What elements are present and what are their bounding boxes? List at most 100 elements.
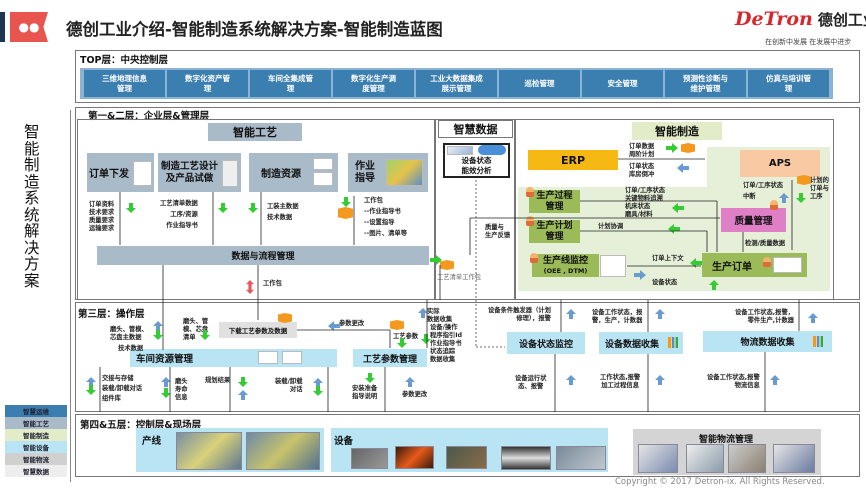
side-divider (70, 110, 71, 482)
top-item[interactable]: 工业大数据集成 展示管理 (416, 70, 497, 97)
logo-cn: 德创工业 (817, 11, 866, 29)
header-left-bar (0, 12, 5, 42)
production-line-label: 产线 (142, 436, 162, 447)
up-arrow-icon (86, 377, 96, 387)
legend-item: 智慧运维 (5, 405, 67, 417)
download-params[interactable]: 下载工艺参数及数据 (219, 322, 297, 338)
monitor-screenshot (600, 255, 626, 277)
work-package-icon (338, 207, 353, 219)
cloud-icon (478, 145, 506, 155)
right-arrow-icon (430, 255, 442, 265)
label-grind-list: 磨头、管 模、芯盘 清单 (183, 318, 209, 341)
person-icon (770, 200, 778, 210)
up-arrow-icon (418, 308, 428, 318)
logistics-data-collect[interactable]: 物流数据收集 (703, 331, 832, 352)
plan-flag-icon (681, 143, 695, 153)
top-layer-frame (75, 50, 860, 103)
flag-icon (278, 313, 292, 323)
top-item[interactable]: 数字化资产管 理 (167, 70, 248, 97)
person-icon (530, 253, 538, 263)
org-chart-icon (133, 161, 152, 186)
down-arrow-icon (341, 197, 351, 207)
top-item[interactable]: 预测性诊断与 维护管理 (665, 70, 746, 97)
data-process-mgmt-bar[interactable]: 数据与流程管理 (97, 246, 429, 265)
layer45-frame (75, 414, 860, 477)
left-arrow-icon (690, 258, 702, 268)
machine-image (386, 159, 423, 186)
label-handover: 交接与存储 装载/卸载对话 组件库 (102, 375, 143, 402)
up-arrow-icon (808, 313, 818, 323)
top-item[interactable]: 巡检管理 (499, 70, 580, 97)
data-frame (435, 119, 515, 300)
bar-chart-icon (813, 336, 823, 347)
legend-item: 智能制造 (5, 429, 67, 441)
top-item[interactable]: 安全管理 (582, 70, 663, 97)
down-arrow-icon (200, 330, 210, 340)
label-param-change: 参数更改 (339, 320, 365, 327)
label-load-dialog: 装载/卸载 对话 (275, 378, 303, 393)
logistics-photo (638, 444, 678, 473)
label-install: 安装准备 指导说明 (352, 385, 378, 400)
tool-icon (313, 158, 333, 170)
left-arrow-icon (672, 203, 684, 213)
left-arrow-icon (677, 163, 689, 173)
aps-box[interactable]: APS (740, 150, 820, 177)
label-grind-life: 磨头 寿命 信息 (175, 378, 188, 401)
process-param-mgmt[interactable]: 工艺参数管理 (353, 349, 427, 367)
top-item[interactable]: 三维地理信息 管理 (84, 70, 165, 97)
top-layer-band: 三维地理信息 管理 数字化资产管 理 车间全集成管 理 数字化生产调 度管理 工… (80, 68, 833, 99)
quality-mgmt[interactable]: 质量管理 (721, 208, 786, 232)
logistics-photo (773, 444, 815, 473)
label-process-info: 订单/工序状态 关键物料追溯 机床状态 磨具/材料 (625, 187, 666, 218)
page-title: 德创工业介绍-智能制造系统解决方案-智能制造蓝图 (66, 20, 443, 39)
left-arrow-icon (668, 224, 680, 234)
top-item[interactable]: 数字化生产调 度管理 (333, 70, 414, 97)
production-line-photo (246, 432, 320, 470)
device-data-collect[interactable]: 设备数据收集 (599, 332, 683, 354)
top-item[interactable]: 仿真与培训管 理 (748, 70, 829, 97)
line-monitor[interactable]: 生产线监控 (OEE , DTM) (532, 254, 599, 277)
bar-chart-icon (668, 337, 678, 348)
label-tool-data: 工装主数据 技术数据 (267, 203, 299, 221)
logistics-photo (686, 444, 724, 473)
layer12-title: 第一&二层：企业层&管理层 (88, 111, 210, 122)
right-arrow-icon (634, 270, 646, 280)
label-device-work-2: 设备工作状态,报警， 零件生产,计数器 (735, 309, 795, 324)
device-energy-analysis[interactable]: 设备状态 能效分析 (443, 143, 510, 178)
down-arrow-icon (153, 330, 163, 340)
person-icon (763, 257, 771, 267)
layer3-frame (75, 302, 860, 412)
label-order-context: 订单上下文 (652, 255, 684, 262)
plan-flag-icon (797, 175, 811, 185)
up-arrow-icon (161, 377, 171, 387)
legend: 智慧运维 智能工艺 智能制造 智能设备 智能物流 智慧数据 (5, 405, 67, 477)
legend-item: 智能物流 (5, 453, 67, 465)
line-monitor-title: 生产线监控 (542, 255, 588, 266)
up-arrow-icon (405, 377, 415, 387)
side-title: 智能制造系统解决方案 (24, 123, 40, 290)
label-order-weekly: 订单数据 周阶计划 (629, 143, 655, 158)
equipment-photo (395, 446, 434, 469)
tool-icon (282, 351, 302, 364)
label-logistics-info: 设备工作状态,报警 物流信息 (707, 374, 760, 389)
erp-box[interactable]: ERP (528, 150, 618, 170)
down-arrow-icon (365, 373, 375, 383)
label-quality-data: 检测/质量数据 (745, 240, 786, 247)
up-arrow-icon (655, 309, 665, 319)
top-item[interactable]: 车间全集成管 理 (250, 70, 331, 97)
bom-package-icon (440, 260, 454, 270)
label-order-status: 订单状态 库房倒冲 (629, 163, 655, 178)
device-status-monitor[interactable]: 设备状态监控 (507, 332, 585, 354)
left-arrow-icon (328, 321, 340, 331)
up-arrow-icon (655, 375, 665, 385)
label-order-data: 订单资料 技术要求 质量要求 运输要求 (89, 201, 115, 232)
label-craft-param: 工艺参数 (393, 333, 419, 340)
label-actual-data: 实际 数据收集 (427, 308, 453, 323)
line-monitor-sub: (OEE , DTM) (543, 266, 588, 275)
production-process-mgmt[interactable]: 生产过程 管理 (529, 190, 580, 213)
label-quality-feedback: 质量与 生产反馈 (485, 224, 511, 239)
logo-en: DeTron (735, 8, 813, 30)
bidirectional-arrow-icon (246, 280, 254, 294)
down-arrow-icon (397, 338, 407, 348)
production-plan-mgmt[interactable]: 生产计划 管理 (529, 220, 580, 243)
